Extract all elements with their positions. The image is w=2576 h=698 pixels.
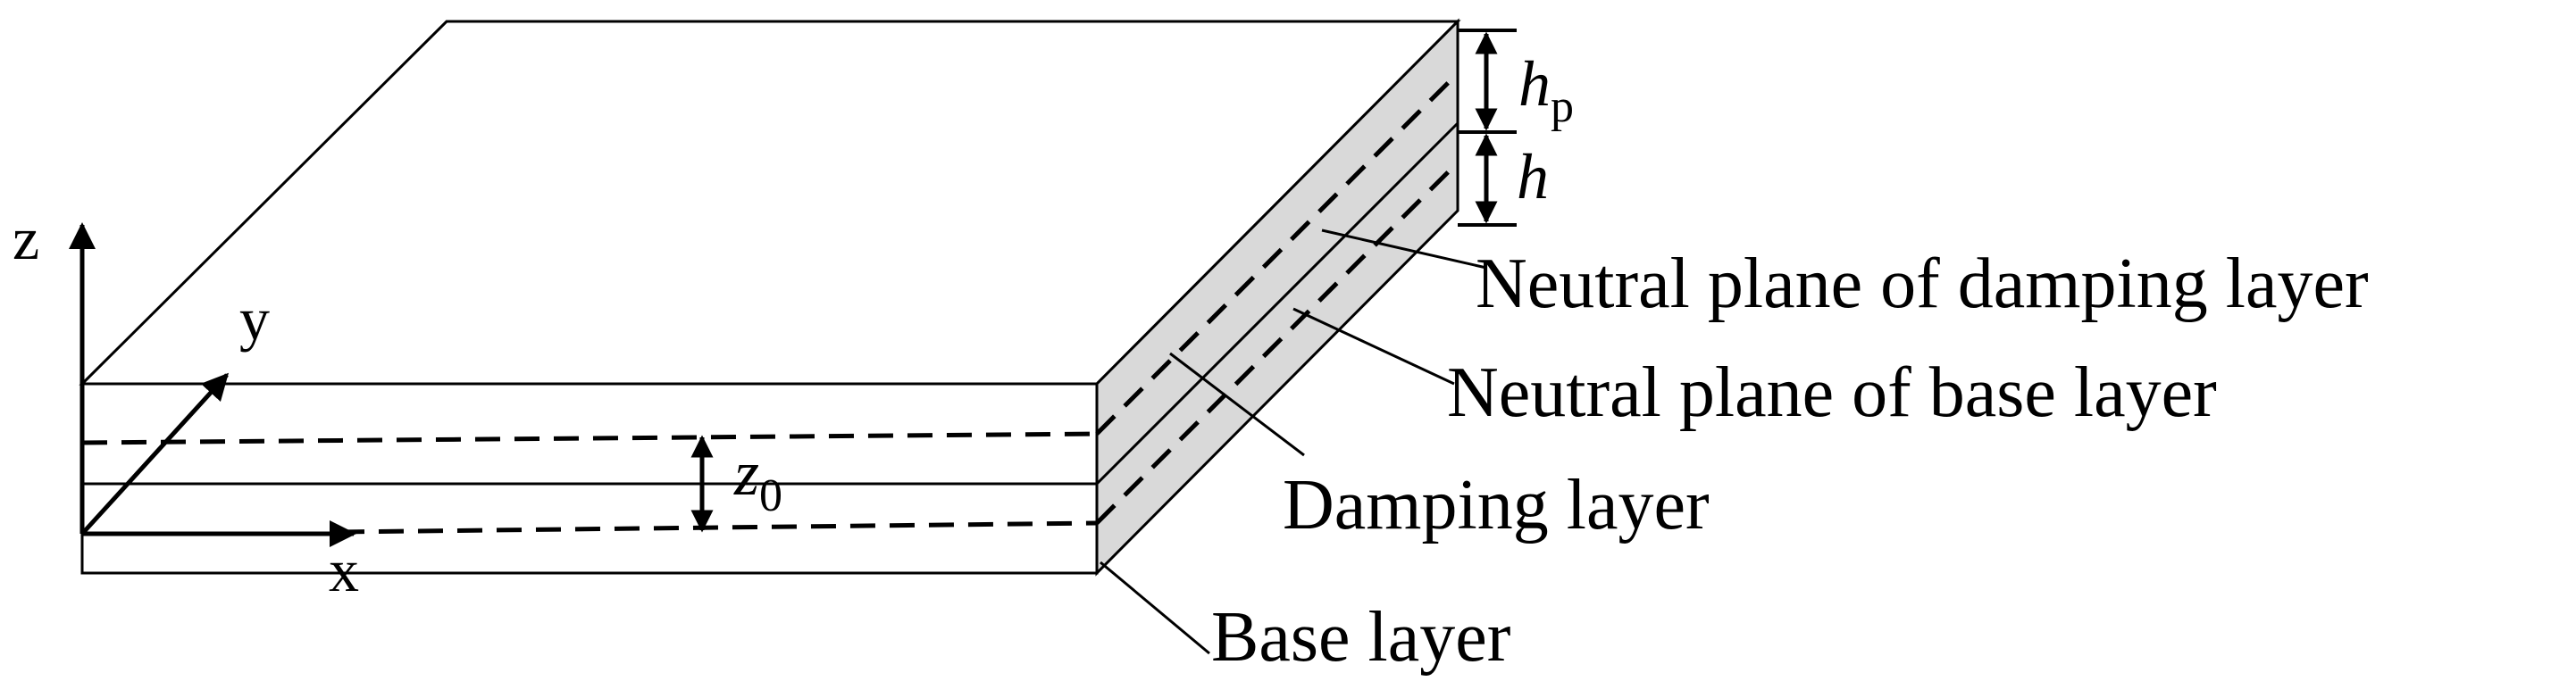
y-axis-label: y	[239, 285, 270, 353]
neutral-plane-damping-side	[1095, 71, 1459, 436]
neutral-plane-damping-front	[81, 431, 1098, 445]
label-neutral-plane-base: Neutral plane of base layer	[1447, 353, 2217, 432]
h-label: h	[1517, 141, 1549, 212]
neutral-plane-base-front	[339, 520, 1098, 535]
plate-front-face	[80, 382, 1099, 575]
y-axis	[80, 372, 230, 536]
leader-damping-layer	[1169, 352, 1305, 457]
z0-symbol: z	[733, 437, 759, 509]
leader-neutral-base	[1292, 307, 1455, 386]
label-damping-layer: Damping layer	[1283, 466, 1710, 544]
leader-neutral-damping	[1321, 229, 1487, 270]
label-neutral-plane-damping: Neutral plane of damping layer	[1476, 245, 2369, 323]
x-axis-label: x	[329, 536, 359, 604]
z0-subscript: 0	[759, 470, 782, 521]
neutral-plane-base-side	[1095, 161, 1459, 525]
hp-symbol: h	[1518, 48, 1551, 120]
z0-label: z0	[733, 437, 782, 521]
layer-interface-side	[1095, 121, 1459, 486]
label-base-layer: Base layer	[1211, 598, 1510, 677]
hp-label: hp	[1518, 48, 1574, 132]
z-axis-label: z	[13, 204, 39, 272]
hp-subscript: p	[1551, 81, 1574, 132]
leader-base-layer	[1100, 561, 1210, 655]
